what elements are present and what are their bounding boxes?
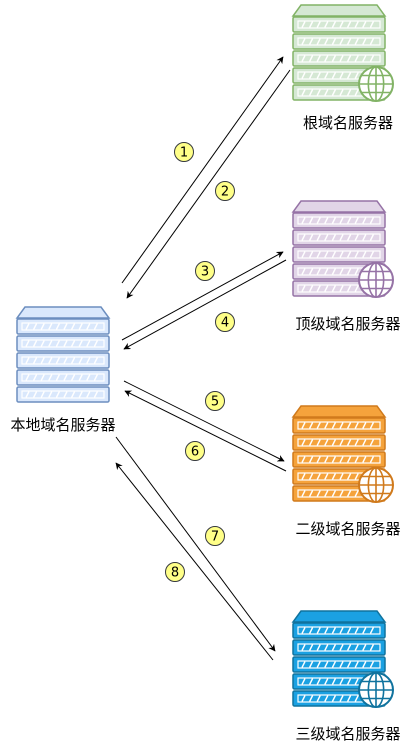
arrow-step-7: [115, 436, 276, 652]
arrow-step-8: [115, 462, 274, 661]
arrow-step-1: [121, 56, 284, 284]
step-label-1: 1: [180, 146, 188, 161]
step-badge-4: 4: [215, 312, 235, 332]
step-badge-5: 5: [205, 391, 225, 411]
second-level-server-label: 二级域名服务器: [295, 520, 400, 538]
step-label-3: 3: [201, 265, 209, 280]
arrow-step-5: [123, 380, 285, 462]
step-badges: 1 2 3 4 5 6 7 8: [165, 142, 235, 582]
arrow-step-2: [126, 69, 291, 299]
step-label-7: 7: [211, 530, 219, 545]
tld-server-label: 顶级域名服务器: [295, 315, 400, 333]
root-server-icon: [291, 4, 394, 102]
step-badge-2: 2: [215, 181, 235, 201]
step-badge-1: 1: [174, 142, 194, 162]
step-badge-7: 7: [205, 526, 225, 546]
local-server-icon: [15, 306, 111, 403]
step-label-4: 4: [221, 316, 229, 331]
step-label-8: 8: [171, 566, 179, 581]
tld-server-icon: [291, 200, 394, 298]
arrow-step-4: [123, 259, 287, 350]
step-label-6: 6: [191, 445, 199, 460]
step-badge-3: 3: [195, 261, 215, 281]
local-server-label: 本地域名服务器: [10, 416, 115, 434]
root-server-label: 根域名服务器: [303, 114, 393, 132]
arrow-step-6: [124, 390, 287, 472]
step-label-5: 5: [211, 395, 219, 410]
step-label-2: 2: [221, 185, 229, 200]
step-badge-6: 6: [185, 441, 205, 461]
third-level-server-icon: [291, 610, 394, 708]
step-badge-8: 8: [165, 562, 185, 582]
third-level-server-label: 三级域名服务器: [295, 725, 400, 743]
arrow-step-3: [121, 251, 284, 341]
arrows: [115, 56, 291, 661]
second-level-server-icon: [291, 405, 394, 503]
